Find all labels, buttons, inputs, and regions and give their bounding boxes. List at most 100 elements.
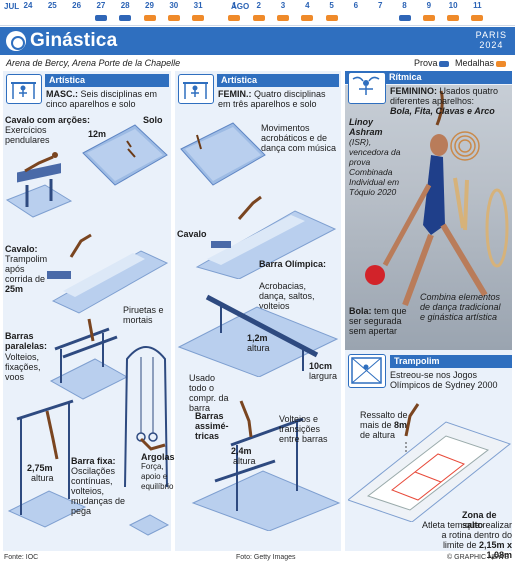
apparatus-illustration bbox=[450, 131, 509, 268]
calendar-day-marker bbox=[301, 15, 314, 21]
beam-width: 10cm bbox=[309, 361, 333, 371]
beam-height: 1,2m bbox=[247, 333, 268, 343]
calendar-day: 8 bbox=[402, 1, 407, 10]
calendar-day-marker bbox=[252, 15, 265, 21]
artistic-men-panel: Artística MASC.: Seis disciplinas em cin… bbox=[3, 71, 178, 551]
pommel-horse-illustration bbox=[5, 152, 73, 218]
calendar-day-marker bbox=[350, 15, 362, 21]
artistic-gymnastics-icon bbox=[6, 74, 42, 104]
page-title: Ginástica bbox=[30, 30, 118, 51]
balance-beam-illustration bbox=[177, 294, 339, 377]
vault-runway-illustration bbox=[47, 233, 169, 314]
women-intro: FEMIN.: Quatro disciplinas em três apare… bbox=[218, 89, 326, 109]
month-label-jul: JUL bbox=[4, 2, 20, 11]
parallel-bars-illustration bbox=[49, 318, 129, 400]
horizontal-bar-text: Oscilações contínuas, volteios, mudanças… bbox=[71, 466, 126, 516]
legend-prova: Prova bbox=[413, 58, 438, 68]
calendar-day: 28 bbox=[120, 1, 130, 10]
calendar-day-marker bbox=[228, 15, 241, 21]
calendar-day: 1 bbox=[232, 1, 237, 10]
calendar-day: 11 bbox=[473, 1, 482, 10]
uneven-bars-illustration bbox=[191, 400, 341, 531]
women-floor-text: Movimentos acrobáticos e de dança com mú… bbox=[261, 123, 337, 153]
calendar-day: 2 bbox=[256, 1, 261, 10]
rings-text: Força, apoio e equilíbrio bbox=[141, 462, 174, 491]
calendar-day: 31 bbox=[193, 1, 203, 10]
photo-credit: Foto: Getty Images bbox=[236, 554, 296, 561]
trampoline-intro: Estreou-se nos Jogos Olímpicos de Sydney… bbox=[390, 370, 498, 390]
parallel-bars-text: Volteios, fixações, voos bbox=[5, 352, 41, 382]
beam-width-label: largura bbox=[309, 371, 338, 381]
horizontal-bar-height-label: altura bbox=[31, 473, 54, 483]
calendar-day-marker bbox=[374, 15, 386, 21]
calendar-day-marker bbox=[143, 15, 156, 21]
rhythmic-apparatus: Bola, Fita, Clavas e Arco bbox=[390, 106, 495, 116]
section-band-trampolim: Trampolim bbox=[390, 355, 512, 368]
calendar-day-marker bbox=[167, 15, 180, 21]
calendar-day-marker bbox=[192, 15, 205, 21]
beam-title: Barra Olímpica: bbox=[259, 259, 327, 269]
source-credit: Fonte: IOC bbox=[4, 554, 39, 561]
section-band-artistica-masc: Artística bbox=[45, 74, 169, 87]
rhythmic-summary: Combina elementos de dança tradicional e… bbox=[420, 292, 501, 322]
vault-title: Cavalo: bbox=[5, 244, 38, 254]
ball-note: Bola: tem que ser segurada sem apertar bbox=[349, 306, 407, 336]
calendar-day: 7 bbox=[377, 1, 383, 10]
athlete-name: Linoy Ashram bbox=[349, 117, 383, 137]
calendar-day-marker bbox=[277, 15, 289, 21]
rhythmic-gymnastics-icon bbox=[348, 72, 386, 104]
calendar-day: 5 bbox=[329, 1, 334, 10]
uneven-bars-height-label: altura bbox=[233, 456, 256, 466]
calendar-day-marker bbox=[447, 15, 460, 21]
calendar-day-marker bbox=[422, 15, 435, 21]
rings-mat bbox=[128, 514, 170, 536]
legend-medalhas-swatch bbox=[496, 60, 506, 67]
month-label-ago: AGO bbox=[231, 2, 250, 11]
beam-usage: Usado todo o compr. da barra bbox=[189, 373, 229, 413]
section-band-ritmica: Rítmica bbox=[345, 71, 512, 84]
trampoline-illustration bbox=[348, 403, 512, 522]
women-floor-illustration bbox=[180, 122, 266, 186]
calendar-day-marker bbox=[325, 15, 338, 21]
horizontal-bar-illustration bbox=[7, 399, 87, 528]
uneven-bars-text: Volteios e transições entre barras bbox=[279, 414, 328, 444]
calendar-day-marker bbox=[471, 15, 484, 21]
calendar-day-marker bbox=[22, 15, 34, 21]
athlete-caption: (ISR), vencedora da prova Combinada Indi… bbox=[349, 137, 401, 197]
men-intro: MASC.: Seis disciplinas em cinco aparelh… bbox=[46, 89, 158, 109]
floor-label: Solo bbox=[143, 115, 163, 125]
publisher-credit: © GRAPHIC NEWS bbox=[447, 554, 509, 561]
horizontal-bar-height: 2,75m bbox=[27, 463, 53, 473]
pommel-text: Exercícios pendulares bbox=[5, 125, 50, 145]
calendar-day: 10 bbox=[448, 1, 458, 10]
artistic-women-panel: Artística FEMIN.: Quatro disciplinas em … bbox=[175, 71, 341, 551]
beam-text: Acrobacias, dança, saltos, volteios bbox=[259, 281, 315, 311]
beam-height-label: altura bbox=[247, 343, 270, 353]
calendar-day: 30 bbox=[169, 1, 179, 10]
venue-line: Arena de Bercy, Arena Porte de la Chapel… bbox=[6, 58, 181, 68]
legend-medalhas: Medalhas bbox=[454, 58, 494, 68]
rings-title: Argolas: bbox=[141, 452, 178, 462]
olympic-pictogram-icon bbox=[6, 31, 26, 51]
legend-prova-swatch bbox=[439, 60, 450, 67]
floor-mat-illustration bbox=[82, 124, 168, 186]
calendar-day-marker bbox=[46, 15, 58, 21]
calendar-day: 25 bbox=[47, 1, 57, 10]
pommel-title: Cavalo com arções: bbox=[5, 115, 91, 125]
calendar-day: 9 bbox=[426, 1, 432, 10]
calendar-day: 27 bbox=[96, 1, 106, 10]
calendar-day: 4 bbox=[305, 1, 310, 10]
floor-size: 12m bbox=[88, 129, 107, 139]
athlete-photo bbox=[345, 85, 512, 350]
rhythmic-intro: FEMININO: Usados quatro diferentes apare… bbox=[390, 86, 499, 106]
calendar-day: 26 bbox=[72, 1, 82, 10]
landing-zone-title: Zona de salto bbox=[462, 510, 497, 530]
calendar-day: 29 bbox=[145, 1, 154, 10]
landing-zone-text: Atleta tem que realizar a rotina dentro … bbox=[421, 520, 512, 560]
trampoline-bounce: Ressalto de mais de 8m de altura bbox=[360, 410, 408, 440]
vault-text: Trampolim após corrida de 25m bbox=[5, 254, 48, 294]
calendar-day-marker bbox=[94, 15, 107, 21]
